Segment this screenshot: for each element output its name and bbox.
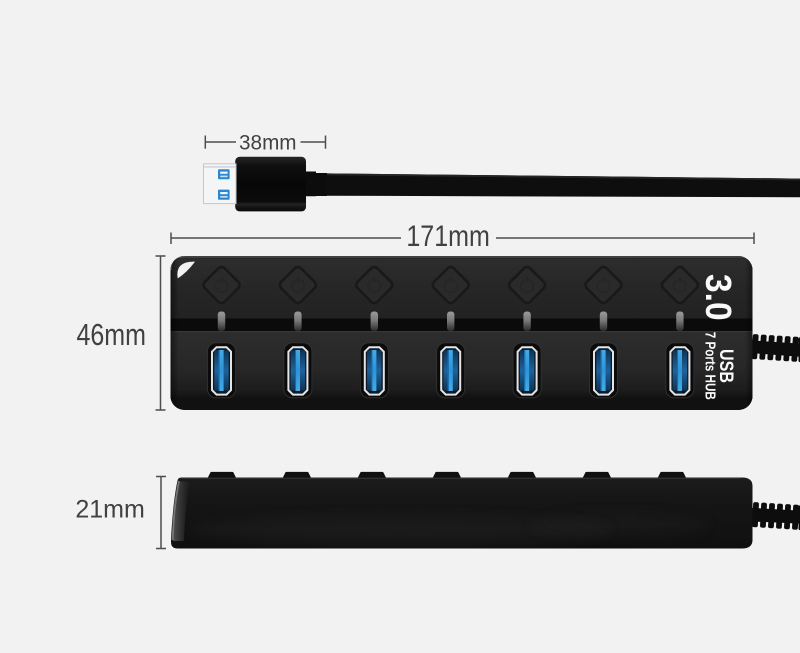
svg-text:46mm: 46mm [76,317,146,352]
svg-text:7 Ports HUB: 7 Ports HUB [702,332,718,400]
svg-text:171mm: 171mm [406,220,490,253]
svg-text:USB: USB [715,349,737,383]
svg-text:21mm: 21mm [75,496,145,524]
svg-text:38mm: 38mm [239,131,297,155]
svg-text:3.0: 3.0 [698,274,739,321]
